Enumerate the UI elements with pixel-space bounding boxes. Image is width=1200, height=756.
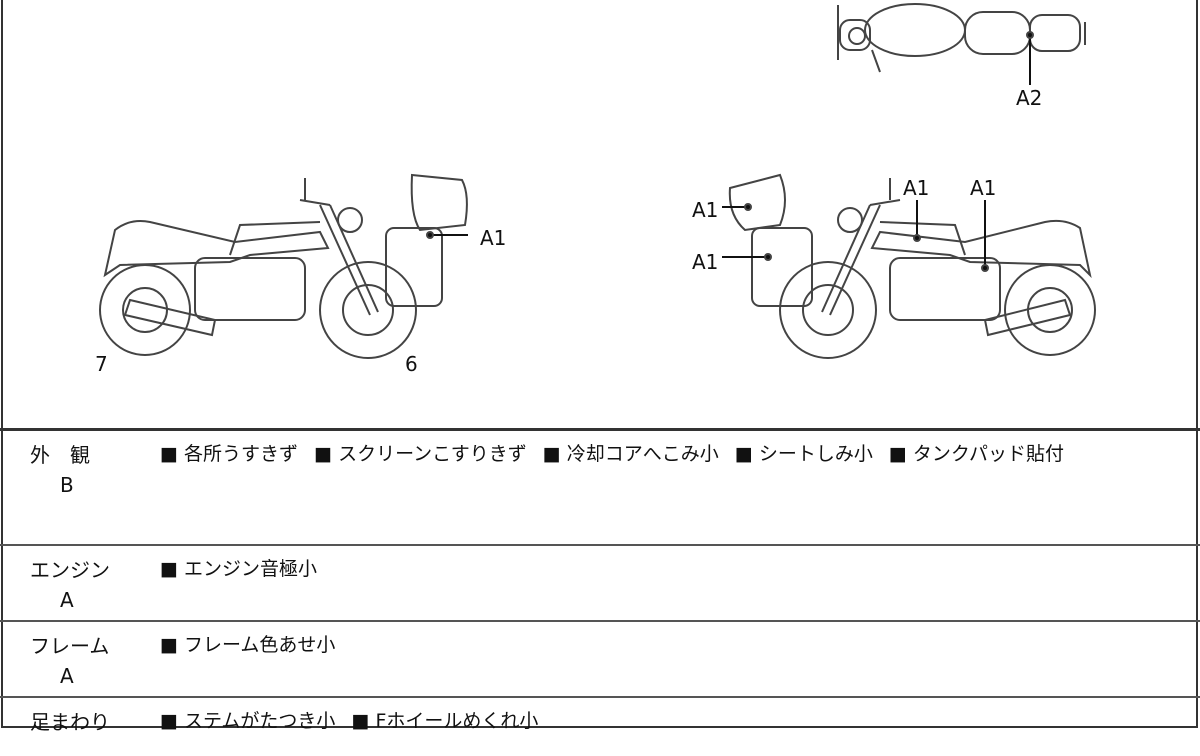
motorcycle-drawings bbox=[99, 3, 1096, 359]
motorcycle-right-side bbox=[722, 173, 1096, 359]
damage-label: A1 bbox=[903, 176, 930, 200]
motorcycle-left-side bbox=[99, 173, 468, 359]
condition-item: 冷却コアへこみ小 bbox=[543, 443, 719, 465]
grade: B bbox=[60, 473, 74, 497]
view-number: 6 bbox=[405, 352, 418, 376]
motorcycle-top-view bbox=[837, 3, 1086, 85]
condition-table: 外 観 B 各所うすきず スクリーンこすりきず 冷却コアへこみ小 シートしみ小 … bbox=[0, 428, 1200, 756]
category-label: フレーム bbox=[30, 634, 110, 658]
condition-row-exterior: 外 観 B 各所うすきず スクリーンこすりきず 冷却コアへこみ小 シートしみ小 … bbox=[0, 428, 1200, 544]
condition-item: シートしみ小 bbox=[735, 443, 873, 465]
condition-row-frame: フレーム A フレーム色あせ小 bbox=[0, 620, 1200, 696]
view-number: 7 bbox=[95, 352, 108, 376]
condition-item: フレーム色あせ小 bbox=[160, 634, 335, 656]
condition-item: エンジン音極小 bbox=[160, 558, 317, 580]
condition-item: スクリーンこすりきず bbox=[314, 443, 527, 465]
condition-item: ステムがたつき小 bbox=[160, 710, 335, 732]
category-label: 外 観 bbox=[30, 443, 90, 467]
damage-label: A1 bbox=[480, 226, 507, 250]
condition-items: フレーム色あせ小 bbox=[160, 630, 345, 657]
damage-diagram: A2 A1 7 6 A1 A1 A1 A1 bbox=[95, 3, 1096, 376]
damage-label: A1 bbox=[692, 250, 719, 274]
condition-items: 各所うすきず スクリーンこすりきず 冷却コアへこみ小 シートしみ小 タンクパッド… bbox=[160, 439, 1074, 466]
category-label: エンジン bbox=[30, 558, 110, 582]
damage-label: A2 bbox=[1016, 86, 1043, 110]
condition-item: 各所うすきず bbox=[160, 443, 298, 465]
condition-item: Fホイールめくれ小 bbox=[351, 710, 538, 732]
condition-row-suspension: 足まわり ステムがたつき小 Fホイールめくれ小 bbox=[0, 696, 1200, 756]
damage-label: A1 bbox=[692, 198, 719, 222]
condition-item: タンクパッド貼付 bbox=[889, 443, 1064, 465]
condition-items: エンジン音極小 bbox=[160, 554, 327, 581]
damage-label: A1 bbox=[970, 176, 997, 200]
grade: A bbox=[60, 588, 74, 612]
grade: A bbox=[60, 664, 74, 688]
condition-row-engine: エンジン A エンジン音極小 bbox=[0, 544, 1200, 620]
category-label: 足まわり bbox=[30, 710, 110, 734]
